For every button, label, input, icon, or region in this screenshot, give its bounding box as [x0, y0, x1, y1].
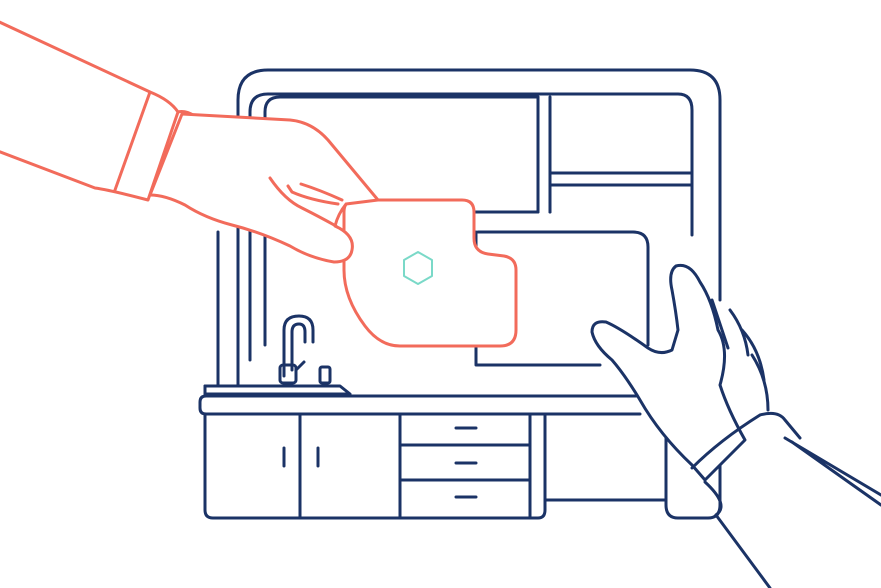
upper-left-compartment: [263, 95, 540, 347]
left-finger-fold: [268, 176, 338, 228]
outer-cabinet-frame: [236, 68, 722, 362]
right-sleeve: [714, 436, 881, 588]
right-finger-line-4: [750, 353, 770, 412]
faucet-spout-inner: [290, 322, 307, 372]
display-window-bottom: [474, 343, 602, 367]
faucet-handle: [294, 360, 306, 372]
faucet-spout: [282, 314, 315, 378]
sink-basin: [203, 384, 352, 396]
left-hand-icon: [0, 20, 380, 264]
left-knuckle: [299, 182, 344, 202]
faucet-base: [278, 363, 298, 385]
left-thumb: [286, 184, 340, 206]
left-sleeve: [0, 20, 180, 202]
right-hand-body: [590, 263, 747, 482]
smart-panel-outline: [342, 198, 518, 348]
hexagon-icon: [403, 251, 433, 285]
lower-cabinet-outline: [203, 412, 547, 520]
faucet-icon: [278, 314, 332, 385]
right-cuff: [690, 411, 802, 470]
right-finger-line-1: [710, 298, 730, 350]
countertop: [198, 394, 642, 416]
right-hand-icon: [590, 263, 881, 588]
faucet-knob: [318, 365, 332, 385]
smart-panel-icon: [342, 198, 518, 348]
left-hand-body: [148, 112, 380, 264]
right-cuff-lower: [703, 480, 723, 517]
inner-cabinet-frame: [248, 92, 694, 362]
display-window: [476, 230, 650, 347]
